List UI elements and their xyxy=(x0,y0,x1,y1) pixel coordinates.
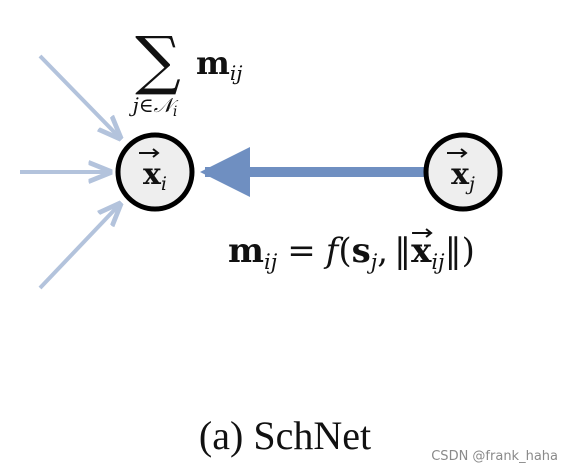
node-xj-symbol: x xyxy=(451,157,470,192)
svg-text:xi: xi xyxy=(143,157,167,195)
message-formula: mij=f(sj,‖xij‖) xyxy=(228,228,475,274)
sum-term-subscript: ij xyxy=(230,61,243,85)
formula-x-vector-arrow xyxy=(412,228,433,238)
node-xj: xj xyxy=(423,132,503,212)
formula-arg-x-subscript: ij xyxy=(431,250,445,274)
formula-arg-x: x xyxy=(411,231,432,271)
formula-norm-close: ‖ xyxy=(445,231,462,271)
aggregation-sum-label: ∑ mij j∈𝒩i xyxy=(129,24,243,120)
sum-index-j: j xyxy=(129,93,139,117)
sum-operator: ∑ xyxy=(135,24,181,98)
formula-lhs: m xyxy=(228,231,264,271)
sum-index-set-subscript: i xyxy=(173,104,177,120)
watermark: CSDN @frank_haha xyxy=(431,449,558,464)
formula-comma: , xyxy=(377,231,388,271)
incoming-edge-bottom xyxy=(38,204,120,290)
svg-text:xj: xj xyxy=(451,157,475,195)
formula-arg-s-subscript: j xyxy=(367,250,378,274)
formula-open-paren: ( xyxy=(338,231,351,271)
formula-equals: = xyxy=(287,231,316,271)
formula-arg-s: s xyxy=(352,231,371,271)
formula-close-paren: ) xyxy=(462,231,475,271)
figure-caption: (a) SchNet xyxy=(198,413,372,458)
node-xi-subscript: i xyxy=(161,173,167,195)
node-xi-symbol: x xyxy=(143,157,162,192)
formula-lhs-subscript: ij xyxy=(264,250,278,274)
svg-text:mij=f(sj,‖xij‖): mij=f(sj,‖xij‖) xyxy=(228,231,475,274)
formula-norm-open: ‖ xyxy=(394,231,411,271)
node-xj-vector-arrow xyxy=(447,148,468,158)
sum-term: m xyxy=(196,44,230,82)
incoming-edge-top xyxy=(38,54,120,138)
node-xj-subscript: j xyxy=(465,173,475,195)
sum-index-in: ∈ xyxy=(139,93,154,117)
svg-text:j∈𝒩i: j∈𝒩i xyxy=(129,93,179,120)
svg-text:mij: mij xyxy=(196,44,242,85)
node-xi: xi xyxy=(115,132,195,212)
node-xi-vector-arrow xyxy=(139,148,160,158)
